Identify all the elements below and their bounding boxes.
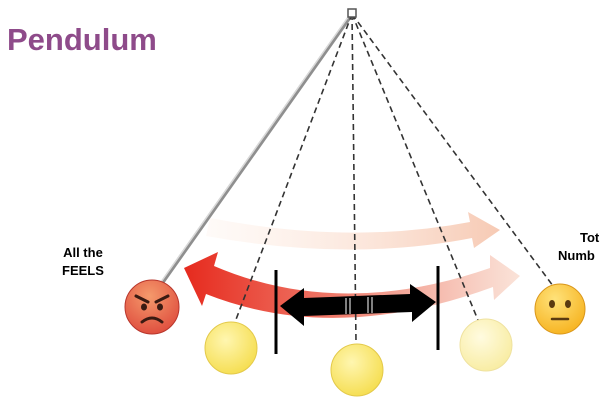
label-all-the-feels: All the FEELS [62, 244, 104, 280]
neutral-face-icon [534, 283, 586, 335]
label-total-numbness: Tot Numb [558, 229, 599, 265]
pendulum-string-far-right [351, 13, 557, 291]
label-all-the-feels-line2: FEELS [62, 263, 104, 278]
label-all-the-feels-line1: All the [63, 245, 103, 260]
pendulum-string-right [351, 13, 481, 326]
faint-swing-arrow [206, 212, 500, 250]
bob-yellow-center [330, 343, 384, 397]
bob-yellow-right [459, 318, 513, 372]
label-total-numbness-line2: Numb [558, 248, 595, 263]
pendulum-rod-solid [148, 12, 354, 302]
page-title: Pendulum [7, 22, 157, 57]
red-swing-arrow [184, 252, 520, 318]
bob-yellow-left [204, 321, 258, 375]
range-double-arrow [280, 284, 436, 326]
pendulum-string-center [351, 13, 357, 343]
angry-face-icon [124, 279, 180, 335]
label-total-numbness-line1: Tot [580, 230, 600, 245]
pendulum-string-left [231, 13, 353, 331]
pendulum-rod-shine [148, 12, 352, 300]
pendulum-pivot [347, 8, 357, 18]
